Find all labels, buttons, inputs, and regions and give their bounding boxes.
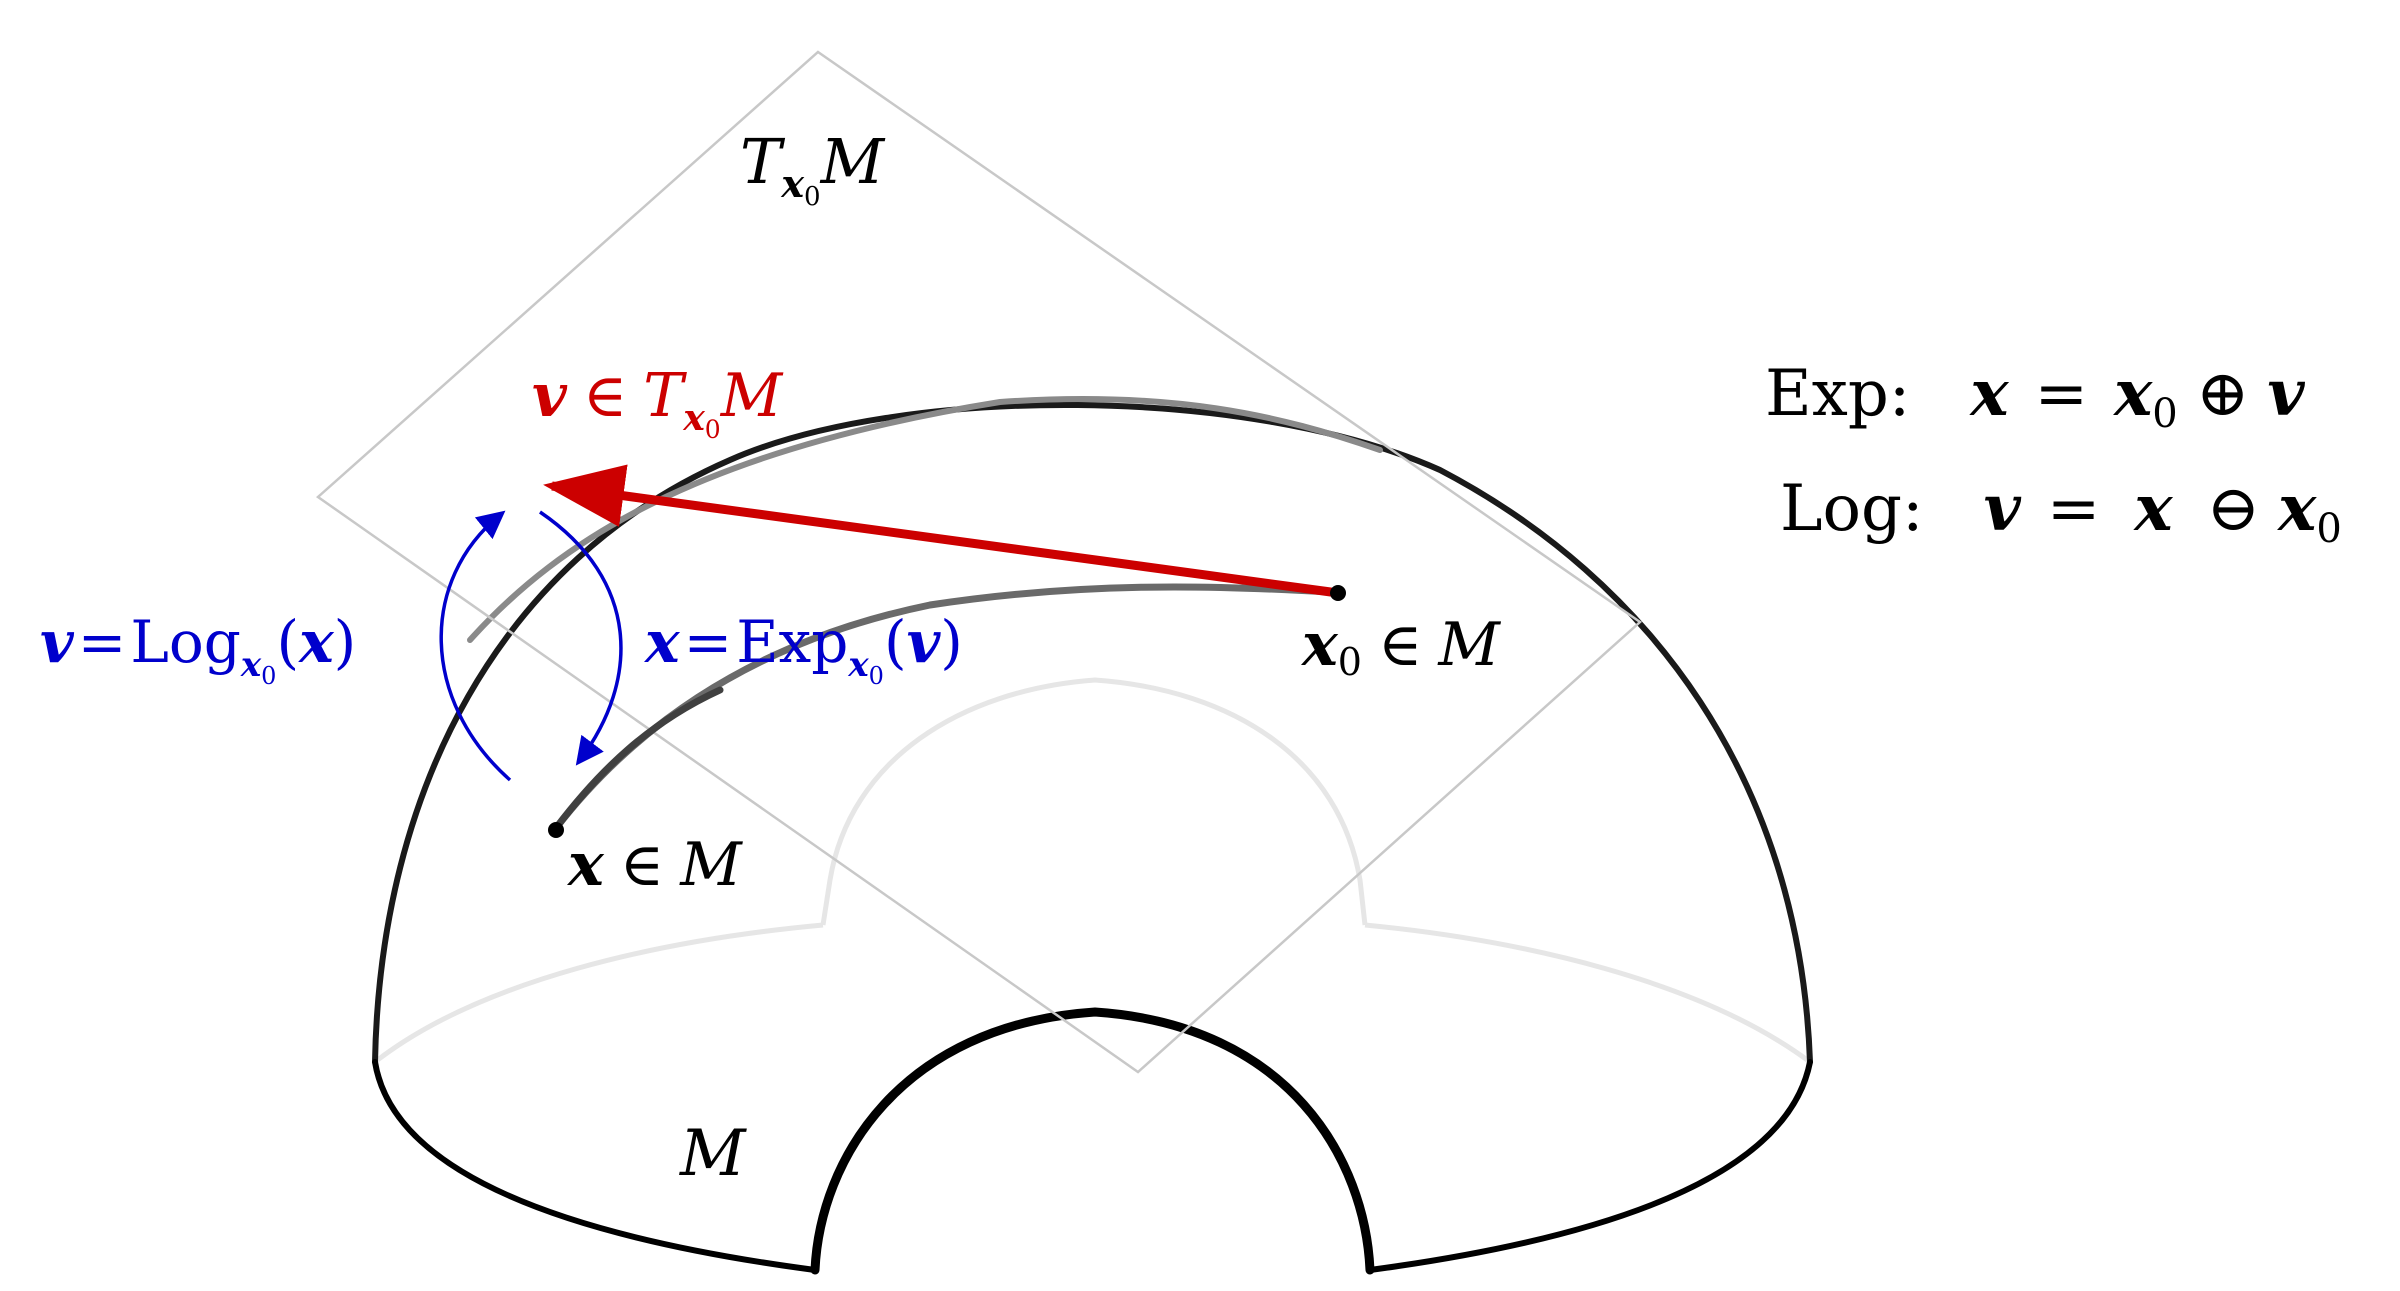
manifold-label: M bbox=[679, 1117, 747, 1191]
log-map-label: v=Logx0(x) bbox=[40, 608, 356, 690]
log-equation: Log:v=x⊖x0 bbox=[1780, 471, 2342, 552]
point-x bbox=[548, 822, 564, 838]
point-x-label: x∈M bbox=[566, 830, 743, 900]
tangent-vector-label: v∈Tx0M bbox=[532, 361, 784, 444]
exp-map-label: x=Expx0(v) bbox=[643, 608, 963, 690]
manifold-hidden-lines bbox=[373, 677, 1812, 1065]
tangent-space-label: Tx0M bbox=[740, 125, 886, 212]
exp-map-arrow bbox=[539, 510, 623, 766]
tangent-vector-arrow bbox=[543, 464, 1339, 598]
manifold-surface bbox=[372, 402, 1813, 1275]
log-map-arrow bbox=[439, 510, 512, 782]
operator-definitions: Exp:x=x0⊕v Log:v=x⊖x0 bbox=[1765, 356, 2342, 552]
manifold-rim-over-plane bbox=[467, 396, 1383, 643]
point-x0 bbox=[1330, 585, 1346, 601]
tangent-plane bbox=[315, 50, 1643, 1074]
exp-equation: Exp:x=x0⊕v bbox=[1765, 356, 2305, 437]
point-x0-label: x0∈M bbox=[1300, 610, 1501, 684]
